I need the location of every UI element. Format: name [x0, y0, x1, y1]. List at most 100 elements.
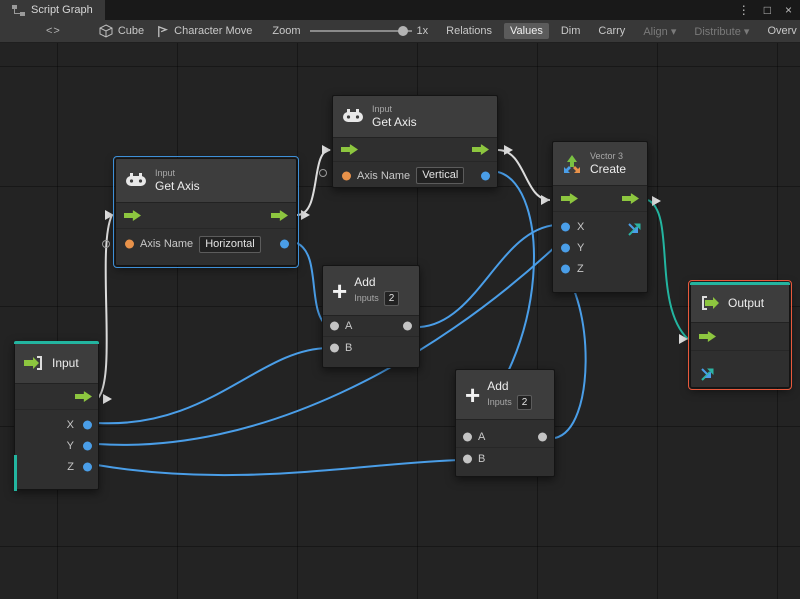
node-accent-edge — [14, 455, 17, 491]
sum-out-port[interactable] — [538, 432, 547, 441]
character-move-button[interactable]: Character Move — [156, 25, 252, 38]
flow-out-port[interactable] — [75, 391, 92, 402]
axis-name-label: Axis Name — [140, 238, 194, 250]
axis-name-port[interactable] — [342, 171, 351, 180]
dim-button[interactable]: Dim — [560, 25, 581, 37]
cube-label: Cube — [117, 25, 145, 37]
y-in-port[interactable] — [561, 243, 570, 252]
input-b-port[interactable] — [463, 454, 472, 464]
zoom-slider-knob[interactable] — [397, 26, 408, 36]
node-title-label: Create — [590, 162, 627, 176]
default-value-port[interactable] — [102, 240, 110, 248]
node-title-label: Get Axis — [372, 115, 417, 129]
code-icon[interactable]: <> — [46, 25, 61, 37]
axis-name-label: Axis Name — [357, 169, 411, 182]
z-in-port[interactable] — [561, 264, 570, 273]
port-b-label: B — [345, 341, 353, 354]
port-row-b: B — [323, 337, 419, 358]
port-row-x: X — [15, 414, 98, 435]
node-title-label: Input — [52, 355, 79, 370]
node-vector3-create[interactable]: Vector 3 Create X Y Z — [552, 141, 648, 293]
gamepad-icon — [343, 109, 363, 122]
cube-icon — [99, 24, 113, 38]
relations-button[interactable]: Relations — [446, 25, 493, 37]
default-value-port[interactable] — [319, 169, 327, 177]
port-row-b: B — [456, 448, 554, 470]
node-accent-bar — [690, 282, 790, 285]
z-out-port[interactable] — [83, 462, 92, 471]
port-row-a: A — [323, 316, 419, 337]
node-get-axis-horizontal[interactable]: Input Get Axis Axis Name Horizontal — [102, 156, 299, 268]
port-b-label: B — [478, 453, 486, 465]
node-input[interactable]: Input X Y Z — [14, 341, 99, 491]
value-out-port[interactable] — [280, 239, 289, 249]
tab-title: Script Graph — [31, 4, 93, 16]
zoom-slider[interactable] — [309, 26, 412, 36]
flow-arrowhead — [679, 334, 688, 344]
flow-out-port[interactable] — [622, 193, 639, 204]
vector3-out-port-icon[interactable] — [627, 222, 642, 237]
carry-button[interactable]: Carry — [598, 25, 626, 37]
close-icon[interactable]: × — [784, 3, 792, 17]
maximize-icon[interactable]: □ — [763, 3, 771, 17]
port-a-label: A — [345, 320, 353, 332]
input-a-port[interactable] — [463, 432, 472, 441]
flow-in-port[interactable] — [699, 331, 716, 342]
chevron-down-icon: ▾ — [743, 25, 750, 38]
flow-out-port[interactable] — [472, 144, 489, 155]
y-out-port[interactable] — [83, 441, 92, 450]
flow-arrowhead — [105, 210, 114, 220]
x-in-port[interactable] — [561, 222, 570, 231]
flow-port-row — [15, 384, 98, 410]
vector3-in-port-icon[interactable] — [700, 367, 715, 382]
port-row-x: X — [553, 216, 647, 237]
values-button[interactable]: Values — [504, 23, 549, 39]
flow-arrowhead — [652, 196, 661, 206]
menu-icon[interactable]: ⋮ — [737, 3, 750, 17]
inputs-label: Inputs — [487, 397, 512, 407]
connection-flow-getaxis-horizontal-to-getaxis-vertical[interactable] — [296, 149, 331, 216]
tab-script-graph[interactable]: Script Graph — [0, 0, 105, 20]
node-category-label: Input — [372, 104, 393, 114]
character-move-label: Character Move — [174, 25, 253, 37]
flow-out-port[interactable] — [271, 210, 288, 221]
axis-name-port[interactable] — [125, 239, 134, 249]
node-output[interactable]: Output — [688, 280, 792, 390]
node-title-label: Get Axis — [155, 179, 200, 193]
connection-add-top-to-vector3-x[interactable] — [419, 224, 557, 328]
node-get-axis-vertical[interactable]: Input Get Axis Axis Name Vertical — [319, 95, 498, 188]
node-add-top[interactable]: + Add Inputs 2 A B — [322, 265, 420, 368]
x-out-port[interactable] — [83, 420, 92, 429]
sum-out-port[interactable] — [403, 321, 412, 331]
vector3-icon — [564, 154, 580, 173]
inputs-count-field[interactable]: 2 — [516, 395, 533, 410]
inputs-label: Inputs — [354, 293, 379, 303]
chevron-down-icon: ▾ — [670, 25, 677, 38]
connection-flow-getaxis-vertical-to-vector3[interactable] — [497, 149, 551, 201]
node-accent-bar — [14, 341, 99, 344]
connection-input-x-to-add-top-b[interactable] — [96, 347, 329, 425]
overview-button[interactable]: Overv — [767, 25, 797, 37]
connection-flow-vector3-to-output[interactable] — [647, 199, 689, 340]
port-x-label: X — [577, 220, 585, 233]
port-y-label: Y — [577, 241, 585, 254]
align-dropdown[interactable]: Align ▾ — [637, 23, 682, 40]
node-header: Vector 3 Create — [553, 142, 647, 186]
connection-input-z-to-add-bottom-b[interactable] — [96, 459, 462, 477]
inputs-count-field[interactable]: 2 — [383, 291, 400, 306]
distribute-dropdown[interactable]: Distribute ▾ — [688, 23, 755, 40]
port-y-label: Y — [66, 439, 74, 452]
axis-name-field[interactable]: Vertical — [416, 167, 465, 184]
cube-context-button[interactable]: Cube — [99, 24, 144, 38]
port-row-y: Y — [15, 435, 98, 456]
flow-in-port[interactable] — [124, 210, 141, 221]
input-b-port[interactable] — [330, 343, 339, 352]
graph-canvas[interactable]: Input Get Axis Axis Name Vertical Input — [0, 43, 800, 599]
input-event-icon — [24, 355, 42, 370]
input-a-port[interactable] — [330, 321, 339, 331]
node-add-bottom[interactable]: + Add Inputs 2 A B — [455, 369, 555, 477]
axis-name-field[interactable]: Horizontal — [199, 235, 261, 253]
flow-in-port[interactable] — [561, 193, 578, 204]
value-out-port[interactable] — [481, 171, 490, 180]
flow-in-port[interactable] — [341, 144, 358, 155]
